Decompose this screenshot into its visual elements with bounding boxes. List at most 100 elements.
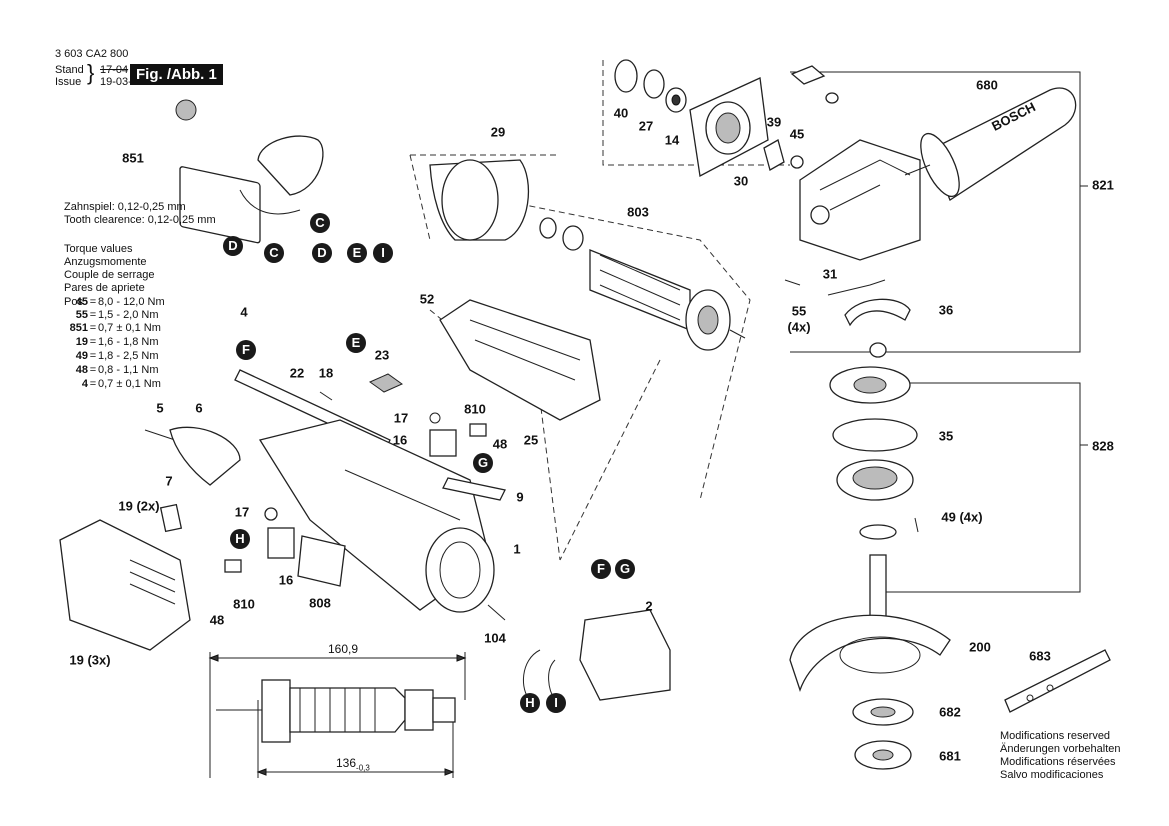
part-label: 810 — [233, 596, 255, 612]
issue-label: Issue — [55, 76, 82, 88]
stand-label: Stand — [55, 64, 84, 76]
spanner-683 — [1004, 649, 1111, 713]
screw-55 — [784, 279, 801, 286]
part-label: 682 — [939, 704, 961, 720]
torque-row: 851=0,7 ± 0,1 Nm — [69, 322, 161, 334]
part-label: 29 — [490, 124, 506, 140]
part-label: 22 — [289, 365, 305, 381]
torque-pos-label: Pos — [64, 296, 83, 308]
wire-marker: F — [591, 559, 611, 579]
part-label: 35 — [938, 428, 954, 444]
part-label: 803 — [627, 204, 649, 220]
bracket-821 — [790, 71, 1081, 353]
torque-title-fr: Couple de serrage — [64, 269, 155, 281]
part-label: 39 — [766, 114, 782, 130]
spindle-stack-828 — [829, 342, 919, 626]
wire-marker: H — [520, 693, 540, 713]
part-label: 16 — [392, 432, 408, 448]
part-label: 19 (2x) — [118, 498, 160, 514]
part-label: 2 — [645, 598, 653, 614]
rear-cover — [59, 519, 191, 651]
switch-module-851 — [175, 99, 324, 244]
footer-line-es: Salvo modificaciones — [1000, 769, 1104, 781]
wire-marker: H — [230, 529, 250, 549]
part-label: 36 — [938, 302, 954, 318]
part-label: 48 — [492, 436, 508, 452]
lock-36 — [844, 298, 911, 327]
guard-200 — [789, 614, 951, 692]
torque-title-es: Pares de apriete — [64, 282, 145, 294]
old-issue-date: 17-04 — [100, 64, 129, 76]
gear-clearance-de: Zahnspiel: 0,12-0,25 mm — [64, 201, 186, 213]
wire-marker: G — [473, 453, 493, 473]
spring-31 — [827, 279, 886, 296]
rings-40-27-14 — [614, 59, 687, 113]
motor-housing-1 — [258, 419, 495, 613]
part-label: 821 — [1092, 177, 1114, 193]
gear-head-821 — [799, 139, 921, 261]
part-label: 5 — [156, 400, 164, 416]
part-label: 104 — [484, 630, 506, 646]
part-label: 49 (4x) — [941, 509, 983, 525]
doc-number: 3 603 CA2 800 — [55, 48, 129, 60]
nut-45 — [790, 155, 804, 169]
torque-row: 45=8,0 - 12,0 Nm — [75, 296, 165, 308]
fan-29 — [429, 159, 530, 241]
part-label: 52 — [419, 291, 435, 307]
gear-clearance-en: Tooth clearence: 0,12-0,25 mm — [64, 214, 216, 226]
lock-button — [790, 65, 826, 85]
part-label: 683 — [1029, 648, 1051, 664]
footer-line-fr: Modifications réservées — [1000, 756, 1116, 768]
footer-line-de: Änderungen vorbehalten — [1000, 743, 1121, 755]
field-coil-2 — [522, 609, 671, 701]
enclosure-dash-29 — [409, 154, 560, 241]
brace: } — [87, 60, 95, 85]
part-label: 30 — [733, 173, 749, 189]
footer-line-en: Modifications reserved — [1000, 730, 1111, 742]
part-label: 851 — [122, 150, 144, 166]
part-label: 23 — [374, 347, 390, 363]
part-label: 40 — [613, 105, 629, 121]
part-label: 200 — [969, 639, 991, 655]
torque-row: 49=1,8 - 2,5 Nm — [75, 350, 159, 362]
part-label: 55 — [791, 303, 807, 319]
torque-title-de: Anzugsmomente — [64, 256, 147, 268]
dash-leader-armature — [499, 199, 751, 501]
pin-104 — [487, 604, 506, 621]
part-label: 17 — [234, 504, 250, 520]
button-23 — [368, 373, 404, 393]
wire-marker: I — [546, 693, 566, 713]
part-label: 808 — [309, 595, 331, 611]
torque-row: 55=1,5 - 2,0 Nm — [75, 309, 159, 321]
part-label: 48 — [209, 612, 225, 628]
torque-row: 4=0,7 ± 0,1 Nm — [81, 378, 161, 390]
wire-marker: E — [347, 243, 367, 263]
torque-row: 19=1,6 - 1,8 Nm — [75, 336, 159, 348]
spring-18 — [319, 391, 333, 401]
wire-marker: D — [223, 236, 243, 256]
wire-marker: C — [310, 213, 330, 233]
aux-handle-680 — [904, 87, 1077, 201]
torque-row: 48=0,8 - 1,1 Nm — [75, 364, 159, 376]
wire-marker: C — [264, 243, 284, 263]
figure-label: Fig. /Abb. 1 — [130, 64, 223, 85]
cable-clamp-7 — [159, 503, 183, 533]
cable-assembly-5-6 — [144, 426, 241, 486]
part-label: 680 — [976, 77, 998, 93]
part-label: 18 — [318, 365, 334, 381]
part-label: 7 — [165, 473, 173, 489]
armature-803 — [539, 217, 746, 351]
part-label: 4 — [240, 304, 248, 320]
enclosure-dash-upper — [602, 60, 790, 166]
part-label: 17 — [393, 410, 409, 426]
part-label: 45 — [789, 126, 805, 142]
part-label: 9 — [516, 489, 524, 505]
part-label: 31 — [822, 266, 838, 282]
part-label: 16 — [278, 572, 294, 588]
dimension-core: 136-0,3 — [336, 756, 370, 773]
part-label: 828 — [1092, 438, 1114, 454]
part-label: (4x) — [787, 319, 811, 335]
part-label: 27 — [638, 118, 654, 134]
